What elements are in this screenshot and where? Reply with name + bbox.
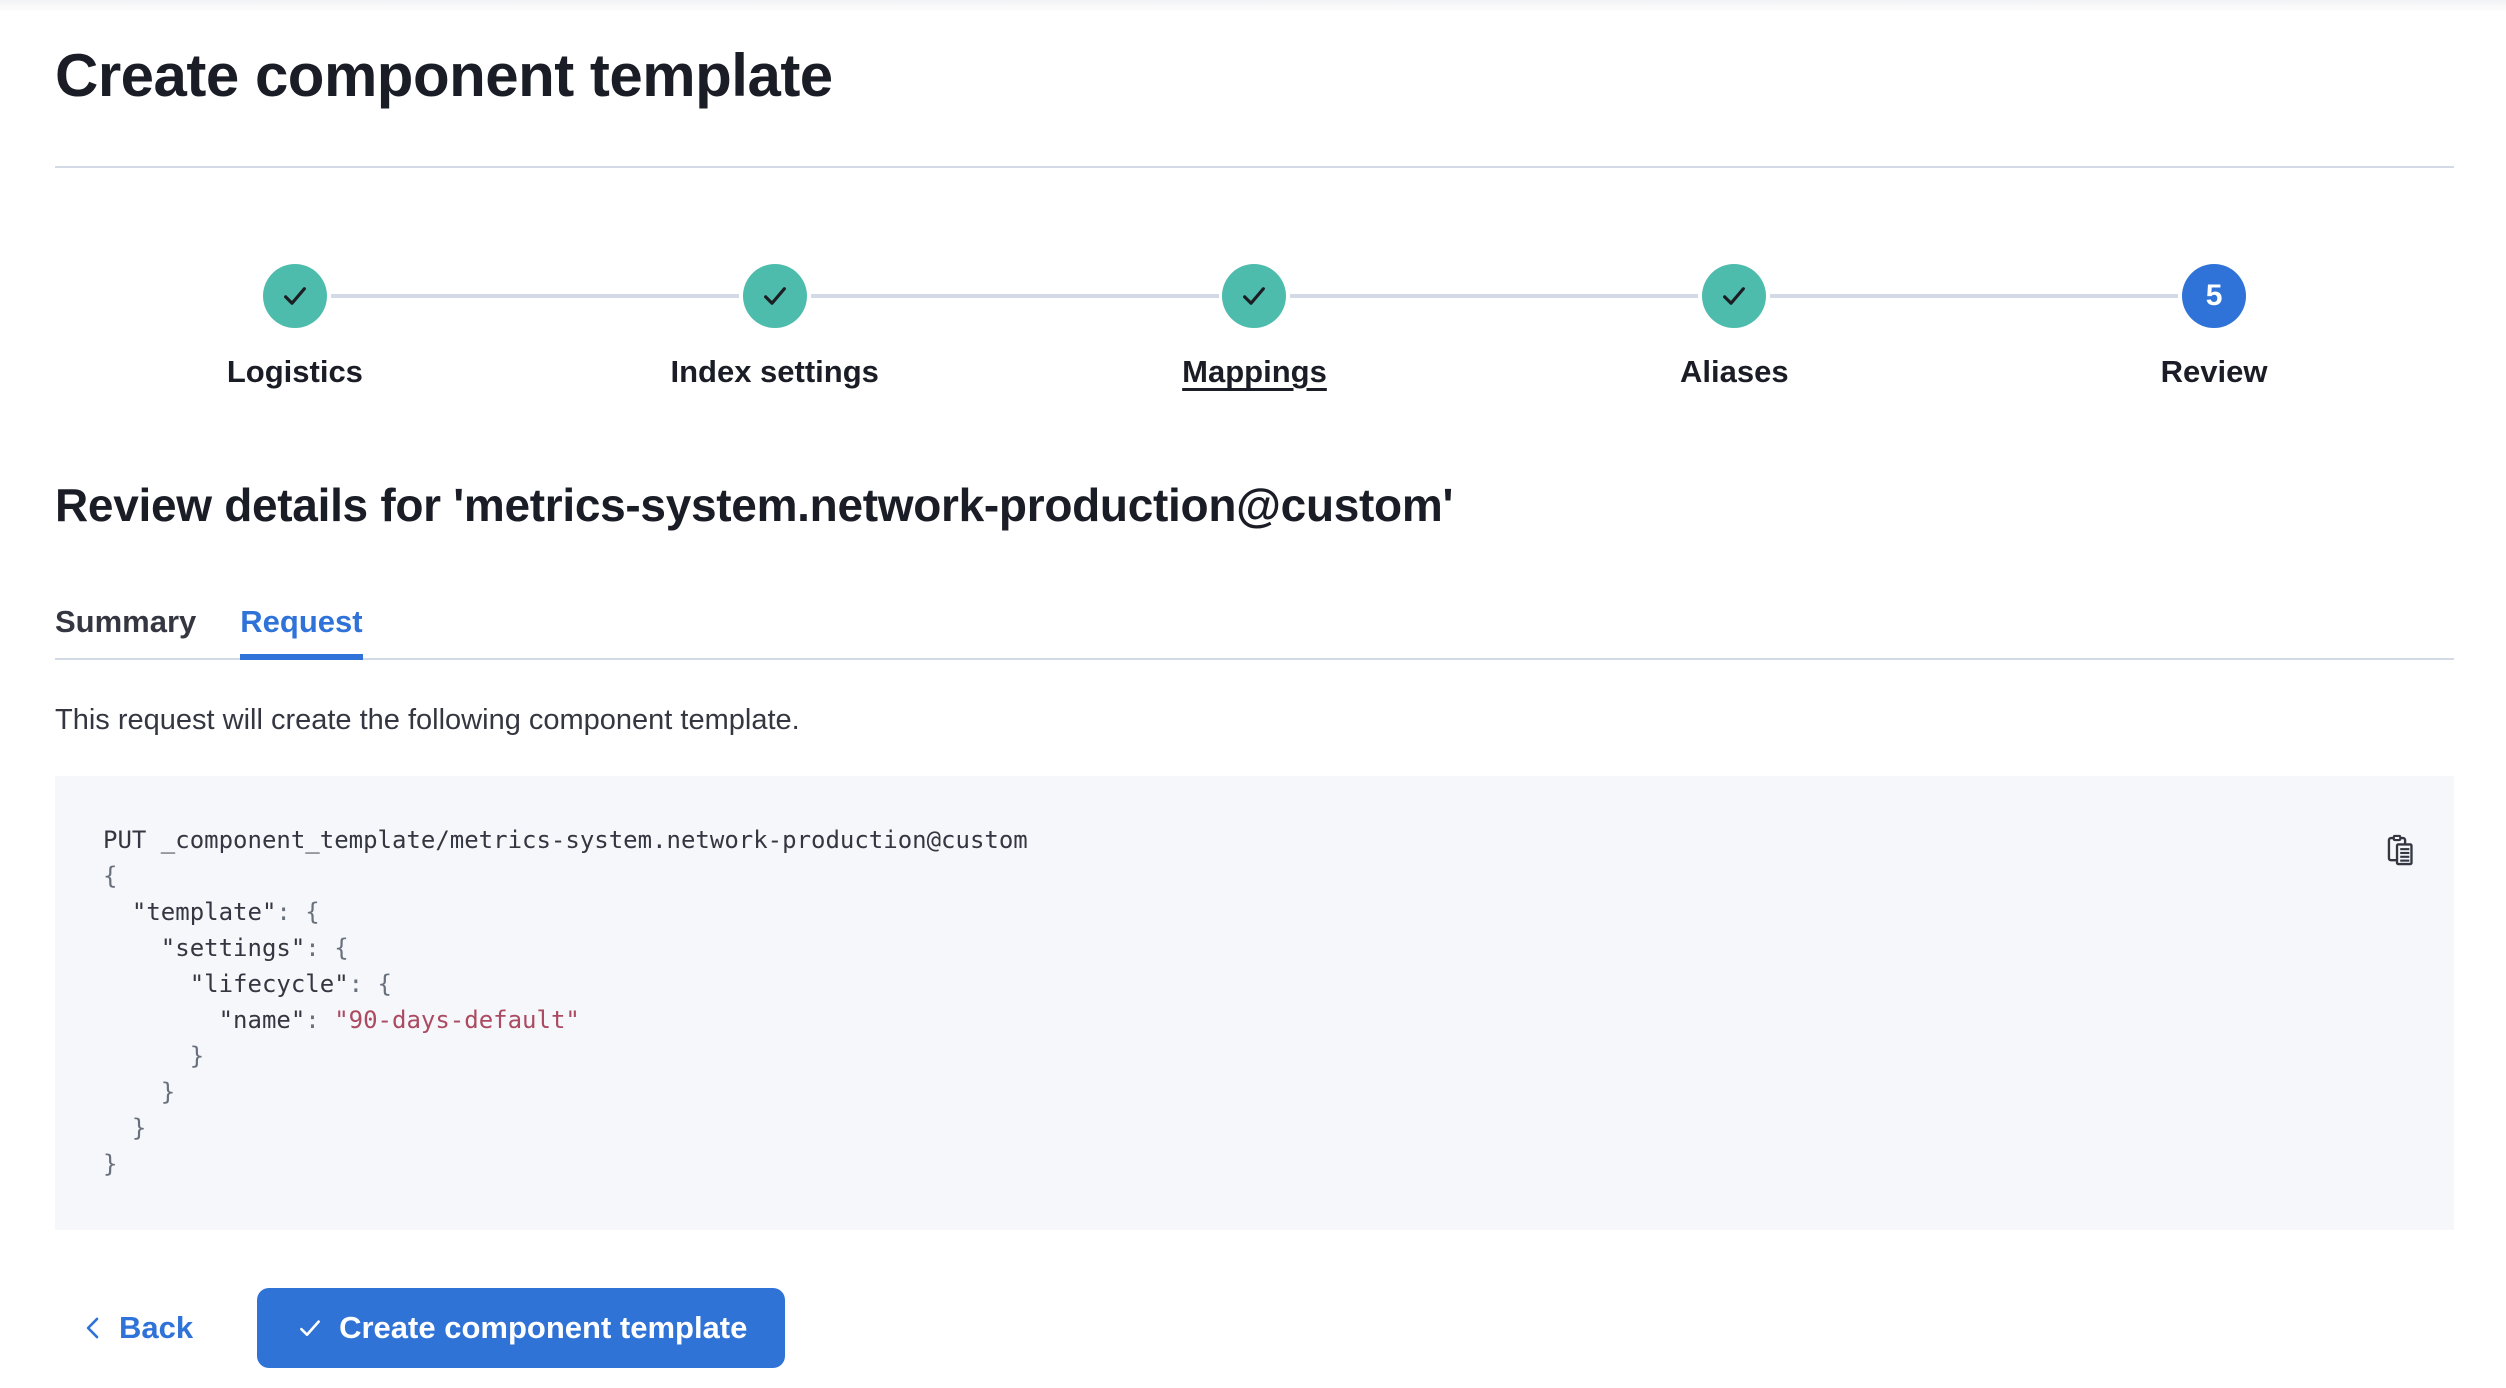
code-line: "name": "90-days-default" — [218, 1006, 580, 1034]
check-icon — [763, 287, 786, 305]
code-line: } — [103, 1114, 147, 1142]
step-circle-complete — [742, 264, 807, 328]
step-logistics[interactable]: Logistics — [55, 264, 535, 390]
step-circle-complete — [1702, 264, 1767, 328]
review-heading: Review details for 'metrics-system.netwo… — [55, 479, 1454, 531]
step-label: Aliases — [1680, 354, 1789, 389]
check-icon — [300, 1320, 321, 1337]
copy-clipboard-icon — [2387, 834, 2413, 866]
tab-summary[interactable]: Summary — [55, 604, 196, 658]
code-line: { — [103, 862, 118, 890]
code-line: "settings": { — [160, 934, 349, 962]
code-line: PUT _component_template/metrics-system.n… — [103, 826, 1028, 854]
code-line: } — [103, 1042, 205, 1070]
step-connector — [1974, 294, 2179, 298]
step-circle-current: 5 — [2182, 264, 2247, 328]
code-line: } — [103, 1078, 176, 1106]
review-tabs: Summary Request — [55, 604, 2454, 660]
step-connector — [1494, 294, 1699, 298]
request-code-block: PUT _component_template/metrics-system.n… — [55, 776, 2454, 1230]
step-review[interactable]: 5 Review — [1974, 264, 2454, 390]
create-component-template-page: Create component template Logistics Inde… — [0, 40, 2506, 1368]
step-connector — [1014, 294, 1219, 298]
step-connector — [330, 294, 535, 298]
back-button-label: Back — [119, 1310, 194, 1345]
request-description: This request will create the following c… — [55, 704, 800, 736]
code-line: "template": { — [131, 898, 320, 926]
step-connector — [810, 294, 1015, 298]
check-icon — [283, 287, 306, 305]
wizard-stepper: Logistics Index settings Mappings Alia — [55, 264, 2454, 390]
step-circle-complete — [262, 264, 327, 328]
title-divider — [55, 166, 2454, 168]
step-circle-complete — [1222, 264, 1287, 328]
check-icon — [1243, 287, 1266, 305]
chevron-left-icon — [86, 1317, 99, 1339]
step-connector — [1770, 294, 1975, 298]
wizard-footer: Back Create component template — [55, 1288, 2454, 1368]
create-component-template-button[interactable]: Create component template — [257, 1288, 786, 1368]
step-connector — [534, 294, 739, 298]
copy-to-clipboard-button[interactable] — [2380, 830, 2420, 870]
step-number: 5 — [2205, 279, 2223, 312]
code-content: PUT _component_template/metrics-system.n… — [103, 822, 2406, 1182]
code-line: "lifecycle": { — [189, 970, 393, 998]
back-button[interactable]: Back — [55, 1288, 193, 1368]
step-label: Index settings — [670, 354, 879, 389]
tab-request[interactable]: Request — [240, 604, 363, 660]
step-label: Review — [2160, 354, 2268, 389]
code-line: } — [103, 1150, 118, 1178]
step-label: Mappings — [1182, 354, 1327, 389]
page-title: Create component template — [55, 42, 833, 109]
submit-button-label: Create component template — [339, 1310, 748, 1345]
step-aliases[interactable]: Aliases — [1494, 264, 1975, 390]
step-mappings[interactable]: Mappings — [1014, 264, 1495, 390]
step-label: Logistics — [226, 354, 363, 389]
step-index-settings[interactable]: Index settings — [534, 264, 1015, 390]
window-top-edge — [0, 0, 2506, 12]
check-icon — [1723, 287, 1746, 305]
step-connector — [1290, 294, 1495, 298]
